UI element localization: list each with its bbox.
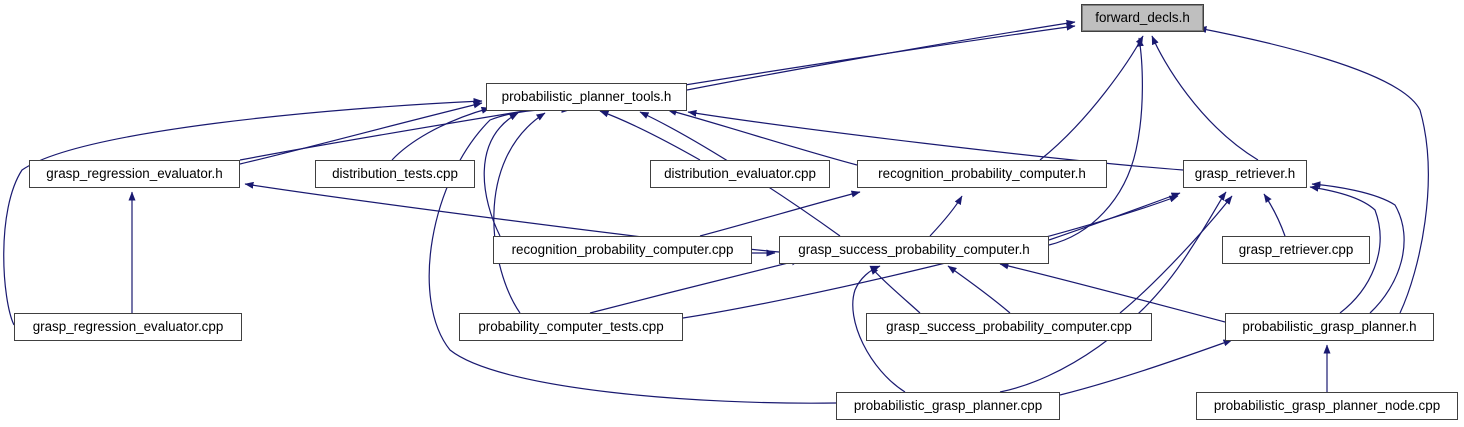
node-recognition-probability-computer-h[interactable]: recognition_probability_computer.h: [857, 160, 1107, 188]
dependency-edge: [239, 101, 483, 165]
node-probability-computer-tests-cpp[interactable]: probability_computer_tests.cpp: [459, 313, 683, 341]
node-forward-decls-h[interactable]: forward_decls.h: [1081, 4, 1204, 32]
node-label: recognition_probability_computer.h: [878, 166, 1086, 181]
dependency-edge: [852, 265, 906, 393]
node-grasp-success-probability-computer-h[interactable]: grasp_success_probability_computer.h: [779, 236, 1049, 264]
node-label: grasp_regression_evaluator.h: [46, 166, 223, 181]
dependency-edge: [3, 97, 483, 326]
dependency-edge: [686, 19, 1076, 91]
dependency-edge: [391, 106, 491, 161]
node-label: forward_decls.h: [1095, 10, 1190, 25]
dependency-edge: [1048, 37, 1144, 246]
node-grasp-retriever-cpp[interactable]: grasp_retriever.cpp: [1222, 236, 1370, 264]
dependency-edge: [699, 190, 861, 237]
dependency-edge: [687, 109, 1184, 171]
node-probabilistic-grasp-planner-cpp[interactable]: probabilistic_grasp_planner.cpp: [836, 392, 1060, 420]
dependency-edge: [1059, 339, 1233, 396]
node-label: grasp_success_probability_computer.h: [798, 242, 1030, 257]
node-grasp-retriever-h[interactable]: grasp_retriever.h: [1183, 160, 1307, 188]
node-label: probability_computer_tests.cpp: [478, 319, 664, 334]
node-recognition-probability-computer-cpp[interactable]: recognition_probability_computer.cpp: [493, 236, 752, 264]
node-label: grasp_retriever.h: [1194, 166, 1296, 181]
node-label: distribution_tests.cpp: [332, 166, 458, 181]
dependency-edge: [947, 265, 1011, 314]
dependency-edge: [667, 108, 858, 166]
node-probabilistic-planner-tools-h[interactable]: probabilistic_planner_tools.h: [486, 83, 687, 111]
node-label: grasp_success_probability_computer.cpp: [886, 319, 1132, 334]
dependency-edge: [929, 195, 963, 237]
dependency-edge: [1039, 35, 1144, 161]
node-label: grasp_regression_evaluator.cpp: [32, 319, 224, 334]
dependency-edge: [428, 105, 837, 404]
dependency-edge: [1309, 184, 1381, 314]
node-label: probabilistic_grasp_planner.h: [1242, 319, 1417, 334]
dependency-edge: [682, 195, 1179, 319]
node-label: recognition_probability_computer.cpp: [511, 242, 734, 257]
node-label: distribution_evaluator.cpp: [664, 166, 816, 181]
dependency-edge: [999, 191, 1227, 393]
node-grasp-regression-evaluator-h[interactable]: grasp_regression_evaluator.h: [29, 160, 240, 188]
dependency-edge: [589, 258, 801, 314]
node-distribution-evaluator-cpp[interactable]: distribution_evaluator.cpp: [650, 160, 830, 188]
node-grasp-regression-evaluator-cpp[interactable]: grasp_regression_evaluator.cpp: [14, 313, 242, 341]
dependency-edge: [1197, 26, 1429, 314]
dependency-edge: [999, 262, 1226, 323]
node-probabilistic-grasp-planner-h[interactable]: probabilistic_grasp_planner.h: [1225, 313, 1434, 341]
node-label: grasp_retriever.cpp: [1238, 242, 1354, 257]
dependency-edge: [493, 112, 546, 314]
node-distribution-tests-cpp[interactable]: distribution_tests.cpp: [315, 160, 475, 188]
dependency-edge: [869, 265, 921, 314]
node-label: probabilistic_grasp_planner.cpp: [853, 398, 1043, 413]
node-label: probabilistic_planner_tools.h: [501, 89, 672, 104]
dependency-edge: [1263, 193, 1286, 237]
dependency-edge: [599, 110, 701, 161]
dependency-edge: [1119, 195, 1233, 314]
dependency-edge: [1311, 181, 1405, 314]
dependency-edge: [1151, 35, 1259, 161]
node-label: probabilistic_grasp_planner_node.cpp: [1213, 398, 1441, 413]
node-probabilistic-grasp-planner-node-cpp[interactable]: probabilistic_grasp_planner_node.cpp: [1196, 392, 1458, 420]
node-grasp-success-probability-computer-cpp[interactable]: grasp_success_probability_computer.cpp: [866, 313, 1152, 341]
